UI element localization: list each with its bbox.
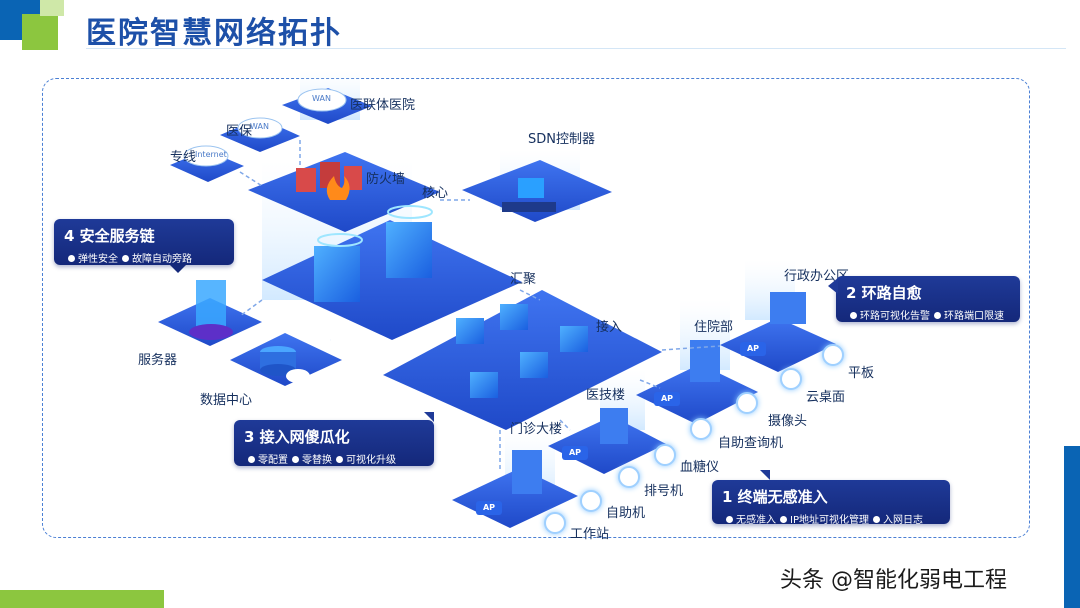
card-nac-item: IP地址可视化管理 [790, 515, 869, 526]
side-bar-blue [1064, 446, 1080, 608]
card-security-item: 故障自动旁路 [132, 254, 192, 265]
cloud-tag-internet: Internet [195, 150, 227, 159]
watermark: 头条 @智能化弱电工程 [780, 568, 1007, 593]
label-insurance: 医保 [226, 124, 253, 139]
label-server: 服务器 [138, 353, 178, 368]
server-tower [189, 280, 233, 340]
label-glucose: 血糖仪 [680, 460, 720, 475]
header-deco-green [22, 14, 58, 50]
footer-bar-green [0, 590, 164, 608]
card-access-simplified: 3 接入网傻瓜化 零配置 零替换 可视化升级 [234, 420, 434, 466]
label-inpatient: 住院部 [694, 320, 734, 335]
label-datacenter: 数据中心 [200, 393, 253, 408]
label-core: 核心 [422, 186, 449, 201]
card-loop-selfheal: 2 环路自愈 环路可视化告警 环路端口限速 [836, 276, 1020, 322]
card-access-item: 可视化升级 [346, 455, 396, 466]
label-aggregation: 汇聚 [510, 272, 537, 287]
card-security-chain: 4 安全服务链 弹性安全 故障自动旁路 [54, 219, 234, 265]
sdn-controller [502, 178, 556, 212]
label-camera: 摄像头 [768, 414, 808, 429]
network-links [239, 140, 721, 470]
cloud-tag-wan-2: WAN [312, 94, 331, 103]
card-selfheal-tail [828, 278, 838, 294]
terminal-cloud-desktop [780, 368, 802, 390]
terminal-glucose [654, 444, 676, 466]
card-access-item: 零替换 [302, 455, 332, 466]
card-nac-tail [760, 470, 770, 480]
terminal-tablet [822, 344, 844, 366]
header-deco-light [40, 0, 64, 16]
ap-badge-inpatient: AP [654, 392, 680, 406]
label-line: 专线 [170, 150, 197, 165]
terminal-kiosk [690, 418, 712, 440]
card-access-title: 3 接入网傻瓜化 [244, 428, 350, 446]
card-security-item: 弹性安全 [78, 254, 118, 265]
label-consortium: 医联体医院 [350, 98, 416, 113]
card-security-title: 4 安全服务链 [64, 227, 155, 245]
terminal-queue [618, 466, 640, 488]
label-access: 接入 [596, 320, 623, 335]
card-selfheal-items: 环路可视化告警 环路端口限速 [846, 307, 1010, 322]
ap-badge-medtech: AP [562, 446, 588, 460]
diagram-frame [42, 78, 1030, 538]
cloud-tag-wan-1: WAN [250, 122, 269, 131]
terminal-selfservice [580, 490, 602, 512]
wan-clouds [183, 88, 347, 167]
card-selfheal-item: 环路端口限速 [944, 311, 1004, 322]
terminal-workstation [544, 512, 566, 534]
card-terminal-access: 1 终端无感准入 无感准入 IP地址可视化管理 入网日志 [712, 480, 950, 526]
core-switches [314, 205, 433, 302]
label-outpatient: 门诊大楼 [510, 422, 563, 437]
label-sdn: SDN控制器 [528, 132, 595, 147]
label-tablet: 平板 [848, 366, 875, 381]
label-workstation: 工作站 [570, 527, 610, 542]
card-nac-title: 1 终端无感准入 [722, 488, 828, 506]
buildings [512, 292, 806, 494]
datacenter-db [260, 346, 310, 383]
title-divider [86, 48, 1066, 49]
card-selfheal-title: 2 环路自愈 [846, 284, 922, 302]
label-selfservice: 自助机 [606, 506, 646, 521]
card-security-tail [170, 265, 186, 273]
label-kiosk: 自助查询机 [718, 436, 784, 451]
card-nac-item: 入网日志 [882, 515, 923, 526]
ap-badge-outpatient: AP [476, 501, 502, 515]
platform-inpatient [636, 364, 758, 424]
card-selfheal-item: 环路可视化告警 [860, 311, 930, 322]
card-nac-items: 无感准入 IP地址可视化管理 入网日志 [722, 511, 940, 526]
card-access-tail [424, 412, 434, 422]
card-nac-item: 无感准入 [736, 515, 776, 526]
label-medtech: 医技楼 [586, 388, 626, 403]
platform-admin [720, 318, 836, 372]
card-access-items: 零配置 零替换 可视化升级 [244, 451, 424, 466]
firewall-bricks [296, 162, 362, 200]
label-queue: 排号机 [644, 484, 684, 499]
card-security-items: 弹性安全 故障自动旁路 [64, 250, 224, 265]
label-cloud-desktop: 云桌面 [806, 390, 846, 405]
ap-badge-admin: AP [740, 342, 766, 356]
label-firewall: 防火墙 [366, 172, 406, 187]
access-switches [456, 304, 588, 398]
terminal-camera [736, 392, 758, 414]
card-access-item: 零配置 [258, 455, 288, 466]
page-title: 医院智慧网络拓扑 [86, 16, 342, 51]
